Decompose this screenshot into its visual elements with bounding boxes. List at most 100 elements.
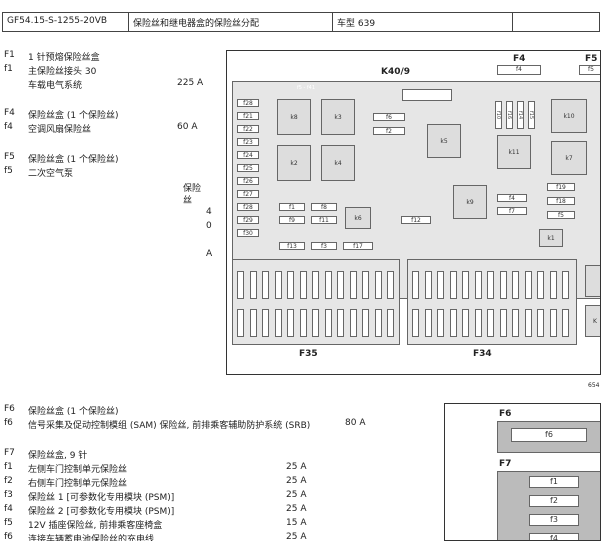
list-code: F5 — [4, 152, 15, 162]
f34-fuse-bottom — [449, 309, 457, 337]
left-column-fuse: f28 — [237, 99, 259, 107]
f34-fuse-top — [474, 271, 482, 299]
f34-fuse-bottom — [462, 309, 469, 337]
f7-fuse: f4 — [529, 533, 579, 540]
f35-fuse-bottom — [274, 309, 282, 337]
relay-k6: k6 — [345, 207, 371, 229]
list-code: F1 — [4, 50, 15, 60]
f34-fuse-top — [424, 271, 432, 299]
f34-fuse-top — [499, 271, 507, 299]
relay-k8: k8 — [277, 99, 311, 135]
list-value: 25 A — [286, 476, 307, 486]
f6-box-label: F6 — [499, 409, 512, 419]
relay-k4: k4 — [321, 145, 355, 181]
vertical-fuse: f10 — [495, 101, 502, 129]
f34-fuse-bottom — [549, 309, 557, 337]
tiny-label: f5 - f41 — [297, 85, 316, 91]
f35-fuse-top — [249, 271, 257, 299]
fuse-f11: f11 — [311, 216, 337, 224]
f5-value-digit1: 4 — [206, 207, 212, 217]
list-text: 二次空气泵 — [28, 169, 74, 179]
vertical-fuse: f14 — [517, 101, 524, 129]
header-bar: GF54.15-S-1255-20VB 保险丝和继电器盒的保险丝分配 车型 63… — [2, 12, 600, 32]
list-text: 主保险丝接头 30 — [28, 67, 97, 77]
fuse-f8: f8 — [311, 203, 337, 211]
list-code: F6 — [4, 404, 15, 414]
f35-label: F35 — [299, 349, 318, 359]
f34-fuse-top — [549, 271, 557, 299]
fuse-f17: f17 — [343, 242, 373, 250]
f34-fuse-top — [537, 271, 544, 299]
fuse-f2: f2 — [373, 127, 405, 135]
f35-fuse-top — [287, 271, 294, 299]
f7-box-label: F7 — [499, 459, 512, 469]
fuse-f3: f3 — [311, 242, 337, 250]
f35-fuse-top — [349, 271, 357, 299]
f34-fuse-top — [449, 271, 457, 299]
f35-fuse-bottom — [249, 309, 257, 337]
f35-fuse-bottom — [299, 309, 307, 337]
fuse-f12: f12 — [401, 216, 431, 224]
f6-box-fuse: f6 — [511, 428, 587, 442]
relay-k2: k2 — [277, 145, 311, 181]
list-text: 保险丝盒 (1 个保险丝) — [28, 407, 119, 417]
list-text: 12V 插座保险丝, 前排乘客座椅盒 — [28, 521, 163, 531]
left-column-fuse: f25 — [237, 164, 259, 172]
list-text: 左侧车门控制单元保险丝 — [28, 465, 128, 475]
relay-k5: k5 — [427, 124, 461, 158]
f7-fuse: f2 — [529, 495, 579, 507]
list-value: 80 A — [345, 418, 366, 428]
left-column-fuse: f23 — [237, 138, 259, 146]
header-empty — [513, 13, 599, 31]
edge-relay-k: K — [585, 305, 600, 337]
edge-box-top — [585, 265, 600, 297]
list-text: 保险丝盒 (1 个保险丝) — [28, 111, 119, 121]
f35-fuse-bottom — [237, 309, 244, 337]
f35-fuse-top — [387, 271, 394, 299]
list-code: F4 — [4, 108, 15, 118]
f34-fuse-bottom — [537, 309, 544, 337]
left-column-fuse: f28 — [237, 203, 259, 211]
f5-value-part2: 丝 — [183, 196, 193, 206]
f35-fuse-bottom — [324, 309, 332, 337]
list-value: 15 A — [286, 518, 307, 528]
f34-fuse-bottom — [487, 309, 494, 337]
list-code: f3 — [4, 490, 13, 500]
f34-fuse-top — [412, 271, 419, 299]
fuse-f9: f9 — [279, 216, 305, 224]
list-code: f6 — [4, 532, 13, 541]
left-column-fuse: f21 — [237, 112, 259, 120]
list-value: 60 A — [177, 122, 198, 132]
list-value: 225 A — [177, 78, 204, 88]
f34-fuse-top — [524, 271, 532, 299]
list-value: 25 A — [286, 504, 307, 514]
doc-title: 保险丝和继电器盒的保险丝分配 — [129, 13, 333, 31]
fuse-f7: f7 — [497, 207, 527, 215]
list-text: 信号采集及促动控制模组 (SAM) 保险丝, 前排乘客辅助防护系统 (SRB) — [28, 421, 311, 431]
f34-fuse-bottom — [424, 309, 432, 337]
f34-fuse-top — [437, 271, 444, 299]
f34-fuse-bottom — [437, 309, 444, 337]
f35-fuse-top — [299, 271, 307, 299]
f5-value-digit2: 0 — [206, 221, 212, 231]
list-value: 25 A — [286, 462, 307, 472]
f5-label: F5 — [585, 54, 598, 64]
ref-code: 654 — [588, 382, 600, 389]
f34-fuse-top — [462, 271, 469, 299]
list-code: f4 — [4, 504, 13, 514]
list-value: 25 A — [286, 490, 307, 500]
connector-icon — [402, 89, 452, 101]
list-text: 右侧车门控制单元保险丝 — [28, 479, 128, 489]
fuse-f19: f19 — [547, 183, 575, 191]
left-column-fuse: f22 — [237, 125, 259, 133]
f5-value-part1: 保险 — [183, 184, 202, 194]
vertical-fuse: f16 — [506, 101, 513, 129]
f4-label: F4 — [513, 54, 526, 64]
list-code: f1 — [4, 462, 13, 472]
f4-fuse: f4 — [497, 65, 541, 75]
list-text: 1 针预熔保险丝盒 — [28, 53, 100, 63]
fuse-f1: f1 — [279, 203, 305, 211]
relay-k1: k1 — [539, 229, 563, 247]
list-code: f5 — [4, 166, 13, 176]
